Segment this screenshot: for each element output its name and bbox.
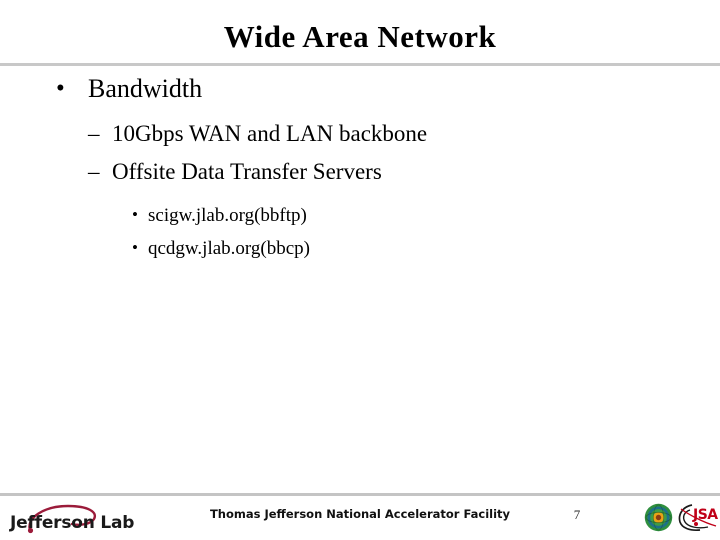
jefferson-lab-logo: Jefferson Lab [8, 504, 158, 538]
bullet-marker-icon: • [56, 75, 65, 102]
page-number: 7 [573, 507, 581, 522]
page-title: Wide Area Network [223, 19, 497, 54]
footer-divider [0, 493, 720, 496]
bullet-text: Bandwidth [88, 74, 203, 103]
jsa-logo: JSA [678, 502, 718, 533]
bullet-level3-qcdgw: • qcdgw.jlab.org(bbcp) [0, 232, 720, 265]
doe-seal-icon [644, 503, 673, 532]
bullet-marker-icon: • [132, 238, 138, 257]
dash-marker-icon: – [88, 159, 100, 184]
slide-footer: Jefferson Lab Thomas Jefferson National … [0, 496, 720, 540]
bullet-level2-backbone: – 10Gbps WAN and LAN backbone [0, 115, 720, 153]
bullet-text: qcdgw.jlab.org(bbcp) [148, 238, 310, 259]
bullet-level1-bandwidth: • Bandwidth [0, 72, 720, 106]
bullet-marker-icon: • [132, 205, 138, 224]
bullet-text: Offsite Data Transfer Servers [112, 159, 382, 184]
bullet-spacer [0, 191, 720, 199]
bullet-text: 10Gbps WAN and LAN backbone [112, 121, 428, 146]
jsa-swoosh-icon [678, 504, 717, 532]
bullet-level2-offsite-servers: – Offsite Data Transfer Servers [0, 153, 720, 191]
slide-body: • Bandwidth – 10Gbps WAN and LAN backbon… [0, 72, 720, 265]
jsa-logo-text: JSA [693, 507, 718, 523]
title-divider [0, 63, 720, 66]
bullet-text: scigw.jlab.org(bbftp) [148, 205, 307, 226]
bullet-level3-scigw: • scigw.jlab.org(bbftp) [0, 199, 720, 232]
jlab-swoosh-icon [27, 504, 97, 534]
dash-marker-icon: – [88, 121, 100, 146]
bullet-spacer [0, 106, 720, 115]
jefferson-lab-logo-text: Jefferson Lab [10, 513, 135, 533]
facility-name: Thomas Jefferson National Accelerator Fa… [209, 507, 511, 521]
